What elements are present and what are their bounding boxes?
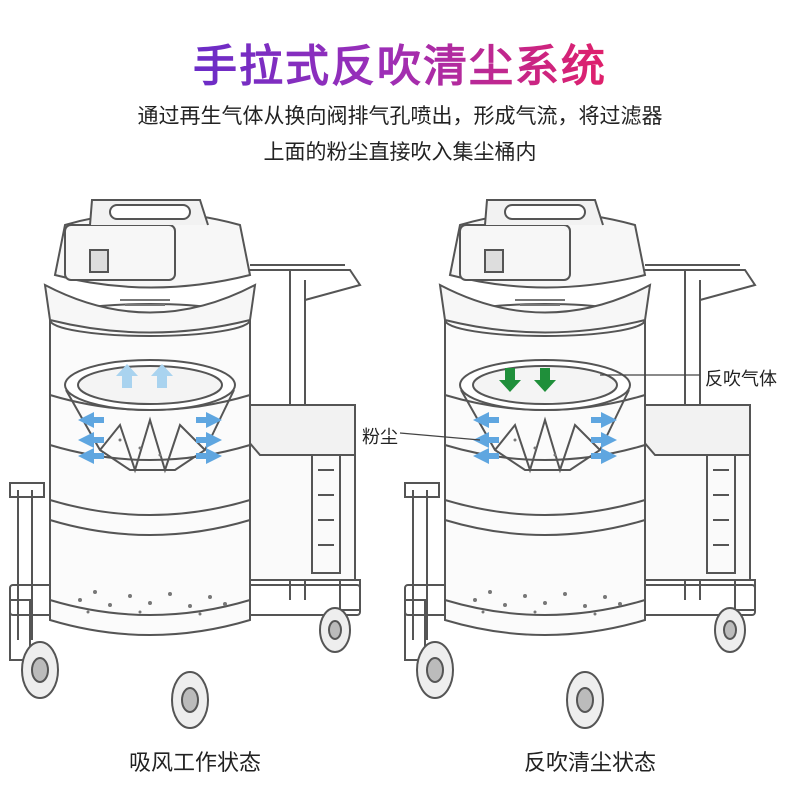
callout-backblow-gas: 反吹气体 — [705, 369, 777, 390]
callout-dust: 粉尘 — [362, 427, 398, 448]
caption-backblow-state: 反吹清尘状态 — [523, 751, 656, 776]
dust-leader-line — [399, 432, 481, 441]
down-arrows — [499, 368, 556, 392]
caption-suction-state: 吸风工作状态 — [128, 751, 261, 776]
vacuum-backblow-state — [404, 199, 756, 729]
vacuum-suction-state — [9, 199, 361, 729]
up-arrows — [116, 364, 173, 388]
subtitle-line-1: 通过再生气体从换向阀排气孔喷出，形成气流，将过滤器 — [137, 104, 663, 128]
page-title: 手拉式反吹清尘系统 — [193, 41, 607, 92]
subtitle-line-2: 上面的粉尘直接吹入集尘桶内 — [263, 140, 537, 164]
